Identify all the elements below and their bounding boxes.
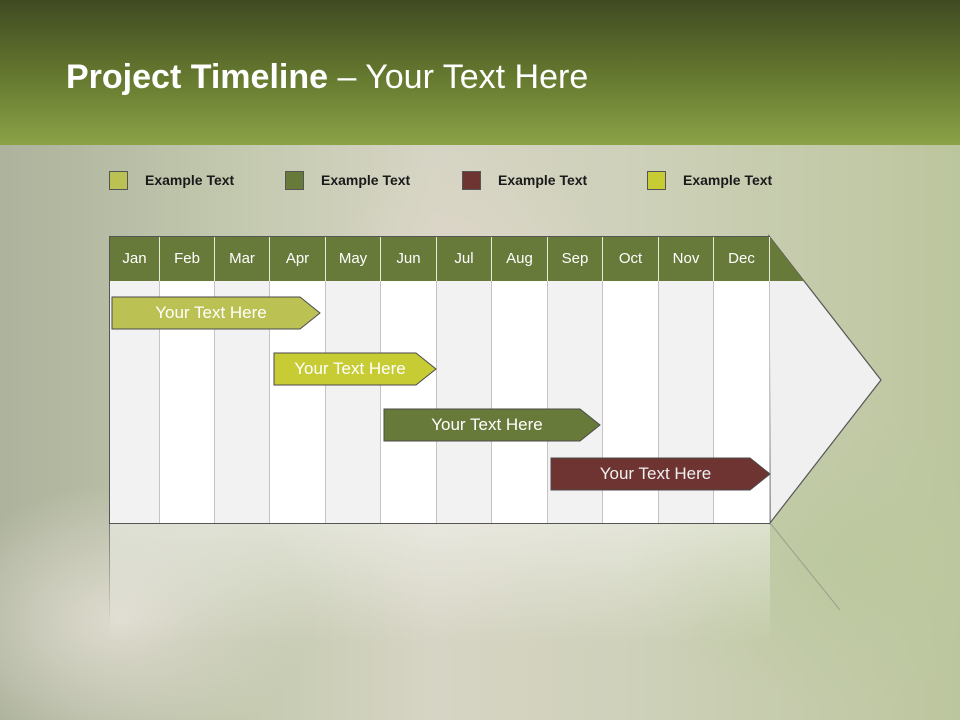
- month-header-may: May: [326, 236, 381, 281]
- slide-title: Project Timeline – Your Text Here: [66, 58, 588, 97]
- legend-label: Example Text: [145, 172, 235, 188]
- month-header-oct: Oct: [603, 236, 659, 281]
- reflection-edge: [109, 524, 110, 624]
- month-header-dec: Dec: [714, 236, 770, 281]
- legend-label: Example Text: [498, 172, 588, 188]
- legend-swatch: [109, 171, 128, 190]
- month-header-jun: Jun: [381, 236, 437, 281]
- arrow-reflection-edge: [769, 522, 841, 611]
- month-column: [437, 281, 492, 523]
- month-header-apr: Apr: [270, 236, 326, 281]
- legend-swatch: [285, 171, 304, 190]
- task-arrow-1[interactable]: [111, 296, 321, 330]
- month-header-jul: Jul: [437, 236, 492, 281]
- title-rest: – Your Text Here: [328, 58, 589, 96]
- legend-swatch: [647, 171, 666, 190]
- month-header-jan: Jan: [110, 236, 160, 281]
- month-column: [326, 281, 381, 523]
- title-strong: Project Timeline: [66, 58, 329, 96]
- month-header-sep: Sep: [548, 236, 603, 281]
- month-header-aug: Aug: [492, 236, 548, 281]
- timeline-reflection: [110, 524, 770, 644]
- month-column: [492, 281, 548, 523]
- month-header-nov: Nov: [659, 236, 714, 281]
- title-bar: Project Timeline – Your Text Here: [0, 0, 960, 145]
- legend-label: Example Text: [321, 172, 411, 188]
- task-arrow-2[interactable]: [273, 352, 437, 386]
- month-header-mar: Mar: [215, 236, 270, 281]
- arrow-head-header: [769, 236, 804, 281]
- legend-label: Example Text: [683, 172, 773, 188]
- month-header-feb: Feb: [160, 236, 215, 281]
- legend-swatch: [462, 171, 481, 190]
- task-arrow-3[interactable]: [383, 408, 601, 442]
- month-column: [381, 281, 437, 523]
- task-arrow-4[interactable]: [550, 457, 771, 491]
